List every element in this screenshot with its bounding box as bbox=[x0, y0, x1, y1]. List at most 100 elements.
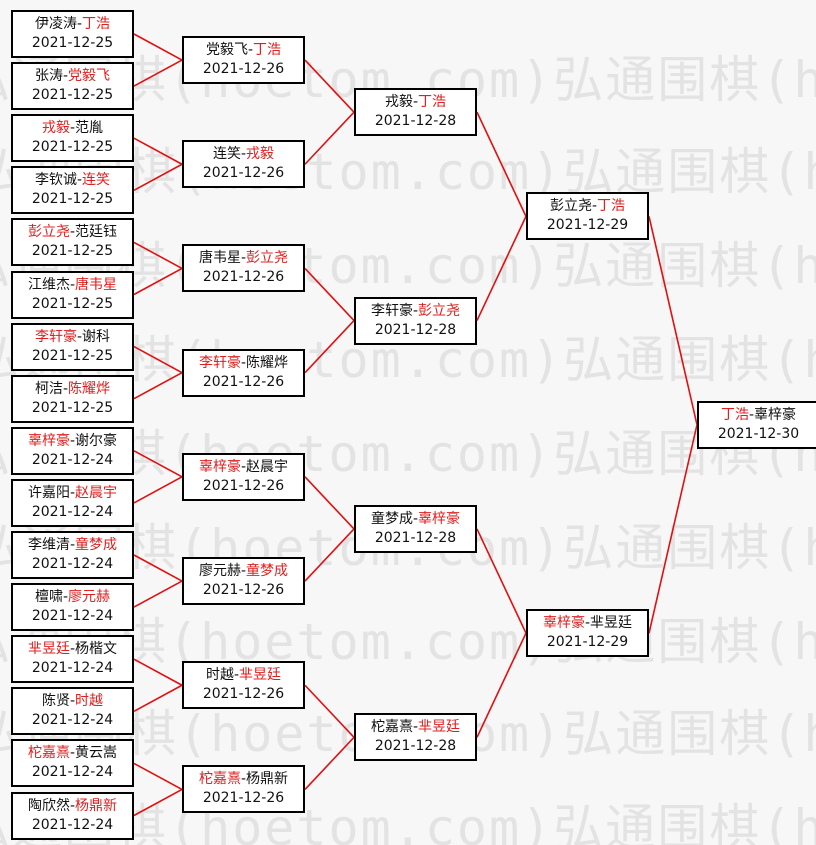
separator: - bbox=[748, 407, 755, 423]
match-players: 柁嘉熹-杨鼎新 bbox=[184, 770, 303, 789]
match-date: 2021-12-25 bbox=[31, 243, 114, 259]
separator: - bbox=[62, 68, 69, 84]
match-date: 2021-12-26 bbox=[202, 686, 285, 702]
match-players: 戎毅-丁浩 bbox=[356, 93, 475, 112]
match-date: 2021-12-26 bbox=[202, 61, 285, 77]
connector-line bbox=[476, 111, 527, 217]
separator: - bbox=[69, 641, 76, 657]
player-name: 连笑 bbox=[82, 172, 111, 188]
player-name: 柁嘉熹 bbox=[27, 745, 70, 761]
match-date: 2021-12-28 bbox=[374, 322, 457, 338]
player-name: 唐韦星 bbox=[198, 250, 241, 266]
match-date: 2021-12-24 bbox=[31, 608, 114, 624]
player-name: 李维清 bbox=[27, 537, 70, 553]
match-date: 2021-12-26 bbox=[202, 478, 285, 494]
match-date: 2021-12-28 bbox=[374, 738, 457, 754]
match-players: 李轩豪-谢科 bbox=[13, 328, 132, 347]
player-name: 赵晨宇 bbox=[75, 485, 118, 501]
player-name: 时越 bbox=[205, 667, 234, 683]
player-name: 唐韦星 bbox=[75, 277, 118, 293]
connector-line bbox=[133, 345, 183, 374]
match-players: 张涛-党毅飞 bbox=[13, 67, 132, 86]
match-players: 芈昱廷-杨楷文 bbox=[13, 640, 132, 659]
separator: - bbox=[76, 172, 83, 188]
player-name: 陈耀烨 bbox=[246, 355, 289, 371]
match-players: 李轩豪-陈耀烨 bbox=[184, 354, 303, 373]
player-name: 辜梓豪 bbox=[542, 615, 585, 631]
match-players: 党毅飞-丁浩 bbox=[184, 41, 303, 60]
separator: - bbox=[69, 798, 76, 814]
player-name: 芈昱廷 bbox=[239, 667, 282, 683]
match-players: 童梦成-辜梓豪 bbox=[356, 510, 475, 529]
player-name: 范廷钰 bbox=[75, 224, 118, 240]
match-players: 檀啸-廖元赫 bbox=[13, 588, 132, 607]
match-players: 陶欣然-杨鼎新 bbox=[13, 797, 132, 816]
connector-line bbox=[304, 476, 355, 530]
match-players: 江维杰-唐韦星 bbox=[13, 276, 132, 295]
connector-line bbox=[133, 580, 183, 608]
match-players: 陈贤-时越 bbox=[13, 692, 132, 711]
player-name: 彭立尧 bbox=[418, 303, 461, 319]
match-date: 2021-12-25 bbox=[31, 139, 114, 155]
separator: - bbox=[240, 459, 247, 475]
match-players: 李轩豪-彭立尧 bbox=[356, 302, 475, 321]
separator: - bbox=[412, 511, 419, 527]
connector-line bbox=[648, 216, 698, 425]
player-name: 辜梓豪 bbox=[27, 433, 70, 449]
connector-line bbox=[304, 111, 355, 165]
player-name: 戎毅 bbox=[384, 94, 413, 110]
player-name: 杨楷文 bbox=[75, 641, 118, 657]
separator: - bbox=[69, 277, 76, 293]
player-name: 陈贤 bbox=[41, 693, 70, 709]
separator: - bbox=[240, 771, 247, 787]
player-name: 谢科 bbox=[82, 329, 111, 345]
player-name: 芈昱廷 bbox=[27, 641, 70, 657]
player-name: 连笑 bbox=[212, 146, 241, 162]
connector-line bbox=[133, 371, 183, 400]
match-players: 廖元赫-童梦成 bbox=[184, 562, 303, 581]
player-name: 柁嘉熹 bbox=[370, 719, 413, 735]
match-players: 李维清-童梦成 bbox=[13, 536, 132, 555]
player-name: 黄云嵩 bbox=[75, 745, 118, 761]
match-players: 辜梓豪-赵晨宇 bbox=[184, 458, 303, 477]
connector-line bbox=[648, 424, 698, 634]
player-name: 芈昱廷 bbox=[590, 615, 633, 631]
separator: - bbox=[76, 16, 83, 32]
player-name: 廖元赫 bbox=[198, 563, 241, 579]
connector-line bbox=[304, 736, 355, 790]
separator: - bbox=[591, 198, 598, 214]
player-name: 彭立尧 bbox=[549, 198, 592, 214]
match-date: 2021-12-26 bbox=[202, 165, 285, 181]
separator: - bbox=[69, 120, 76, 136]
player-name: 丁浩 bbox=[253, 42, 282, 58]
match-players: 柯洁-陈耀烨 bbox=[13, 380, 132, 399]
match-date: 2021-12-28 bbox=[374, 530, 457, 546]
connector-line bbox=[304, 320, 355, 374]
player-name: 童梦成 bbox=[75, 537, 118, 553]
player-name: 杨鼎新 bbox=[75, 798, 118, 814]
player-name: 李轩豪 bbox=[370, 303, 413, 319]
match-date: 2021-12-24 bbox=[31, 712, 114, 728]
connector-line bbox=[133, 33, 183, 61]
match-players: 李钦诚-连笑 bbox=[13, 171, 132, 190]
player-name: 丁浩 bbox=[597, 198, 626, 214]
player-name: 彭立尧 bbox=[246, 250, 289, 266]
match-date: 2021-12-25 bbox=[31, 348, 114, 364]
